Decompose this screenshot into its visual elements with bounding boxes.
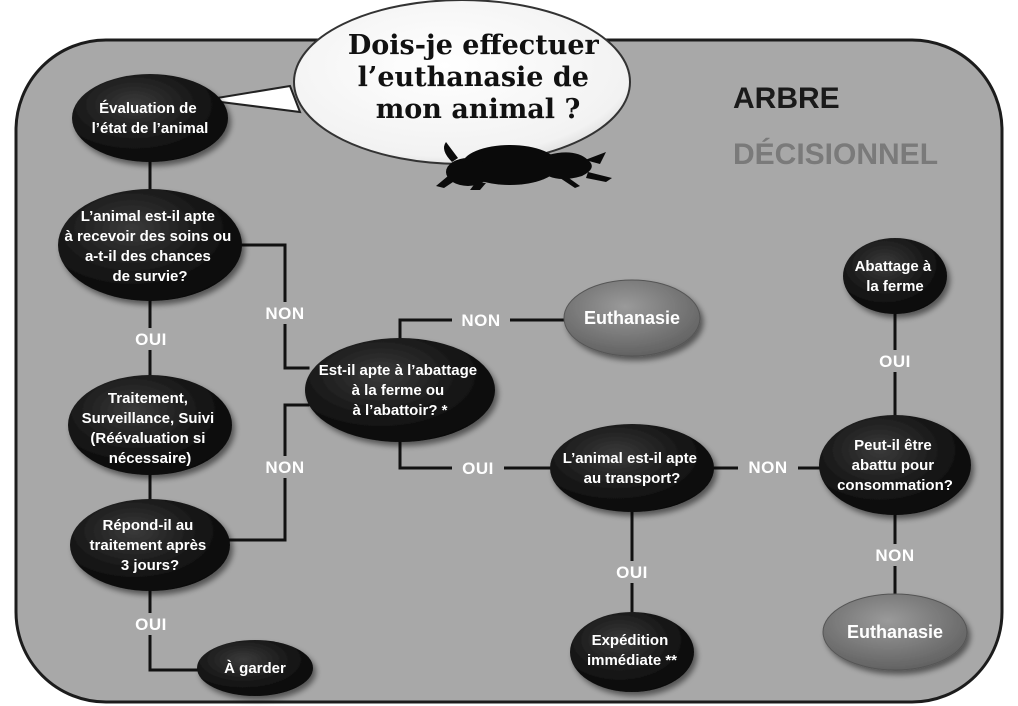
node-evaluation-line: l’état de l’animal: [92, 120, 209, 137]
node-apte-soins-line: à recevoir des soins ou: [65, 228, 232, 245]
node-expedition: Expédition immédiate **: [570, 612, 694, 692]
edge-label-non-1: NON: [258, 302, 312, 324]
question-bubble: Dois-je effectuer l’euthanasie de mon an…: [204, 0, 631, 165]
node-garder: À garder: [197, 640, 313, 696]
node-transport-question: L’animal est-il apte au transport?: [550, 424, 714, 512]
node-apte-soins-line: L’animal est-il apte: [81, 208, 215, 225]
node-traitement-line: Traitement,: [108, 390, 188, 407]
bubble-tail: [204, 84, 302, 114]
svg-text:Est-il apte à l’abattage: Est-il apte à l’abattage à la ferme ou à…: [319, 362, 482, 419]
svg-text:Euthanasie: Euthanasie: [584, 308, 680, 328]
cow-silhouette: [436, 142, 612, 190]
heading-arbre: ARBRE: [733, 82, 840, 115]
node-abattage-question-line: Est-il apte à l’abattage: [319, 362, 477, 379]
node-evaluation: Évaluation de l’état de l’animal: [72, 74, 228, 162]
node-transport-question-line: L’animal est-il apte: [563, 450, 697, 467]
node-abattage-question: Est-il apte à l’abattage à la ferme ou à…: [305, 338, 495, 442]
node-euthanasie-1: Euthanasie: [563, 279, 701, 357]
edge-label-oui-5: OUI: [871, 350, 919, 372]
node-repond-line: traitement après: [90, 537, 207, 554]
node-abattu-question-line: consommation?: [837, 477, 953, 494]
svg-text:Répond-il au traitement: Répond-il au traitement après 3 jours?: [90, 517, 211, 574]
node-abattu-question-line: Peut-il être: [854, 437, 932, 454]
svg-text:Évaluation de l’état de: Évaluation de l’état de l’animal: [92, 100, 209, 137]
edge-label-non-3-text: NON: [461, 311, 500, 330]
bubble-title: Dois-je effectuer l’euthanasie de mon an…: [348, 30, 608, 125]
node-traitement-line: (Réévaluation si: [90, 430, 205, 447]
svg-text:Expédition immédiate **: Expédition immédiate **: [587, 632, 677, 669]
node-traitement-line: nécessaire): [109, 450, 192, 467]
node-apte-soins-line: de survie?: [112, 268, 187, 285]
edge-label-non-2-text: NON: [265, 458, 304, 477]
node-repond: Répond-il au traitement après 3 jours?: [70, 499, 230, 591]
edge-label-oui-1-text: OUI: [135, 330, 167, 349]
heading-decisionnel: DÉCISIONNEL: [733, 137, 938, 171]
node-euthanasie-2-line: Euthanasie: [847, 622, 943, 642]
svg-text:À garder: À garder: [224, 660, 286, 677]
bubble-title-line: l’euthanasie de: [358, 62, 589, 93]
edge-label-non-4: NON: [738, 456, 798, 478]
node-abattage-question-line: à l’abattoir? *: [352, 402, 447, 419]
node-traitement-line: Surveillance, Suivi: [82, 410, 215, 427]
edge-label-oui-4-text: OUI: [616, 563, 648, 582]
edge-label-non-3: NON: [452, 309, 510, 331]
bubble-title-line: mon animal ?: [376, 94, 581, 125]
edge-label-oui-2: OUI: [128, 613, 174, 635]
svg-text:L’animal est-il apte à r: L’animal est-il apte à recevoir des soin…: [65, 208, 236, 285]
edge-label-oui-2-text: OUI: [135, 615, 167, 634]
edge-label-non-5: NON: [867, 544, 923, 566]
node-euthanasie-1-line: Euthanasie: [584, 308, 680, 328]
bubble-title-line: Dois-je effectuer: [348, 30, 600, 61]
svg-text:L’animal est-il apte au: L’animal est-il apte au transport?: [563, 450, 701, 487]
svg-text:Euthanasie: Euthanasie: [847, 622, 943, 642]
edge-label-non-1-text: NON: [265, 304, 304, 323]
node-abattage-question-line: à la ferme ou: [352, 382, 445, 399]
edge-label-non-5-text: NON: [875, 546, 914, 565]
edge-label-oui-4: OUI: [608, 561, 656, 583]
edge-label-non-4-text: NON: [748, 458, 787, 477]
node-apte-soins-line: a-t-il des chances: [85, 248, 211, 265]
node-transport-question-line: au transport?: [584, 470, 681, 487]
node-expedition-line: Expédition: [592, 632, 669, 649]
svg-text:Traitement, Surveillance: Traitement, Surveillance, Suivi (Réévalu…: [82, 390, 219, 467]
svg-text:Abattage à la ferme: Abattage à la ferme: [855, 258, 936, 295]
edge-label-oui-3: OUI: [452, 457, 504, 479]
edge-label-oui-5-text: OUI: [879, 352, 911, 371]
node-abattu-question-line: abattu pour: [852, 457, 935, 474]
node-abattage-ferme-line: la ferme: [866, 278, 924, 295]
node-traitement: Traitement, Surveillance, Suivi (Réévalu…: [68, 375, 232, 475]
edge-label-non-2: NON: [258, 456, 312, 478]
edge-label-oui-3-text: OUI: [462, 459, 494, 478]
node-apte-soins: L’animal est-il apte à recevoir des soin…: [58, 189, 242, 301]
node-repond-line: 3 jours?: [121, 557, 179, 574]
svg-text:Peut-il être abattu pour: Peut-il être abattu pour consommation?: [837, 437, 953, 494]
node-evaluation-line: Évaluation de: [99, 100, 197, 117]
node-expedition-line: immédiate **: [587, 652, 677, 669]
node-repond-line: Répond-il au: [103, 517, 194, 534]
node-euthanasie-2: Euthanasie: [822, 593, 968, 671]
node-abattage-ferme-line: Abattage à: [855, 258, 932, 275]
node-abattu-question: Peut-il être abattu pour consommation?: [819, 415, 971, 515]
node-garder-line: À garder: [224, 660, 286, 677]
node-abattage-ferme: Abattage à la ferme: [843, 238, 947, 314]
edge-label-oui-1: OUI: [128, 328, 174, 350]
